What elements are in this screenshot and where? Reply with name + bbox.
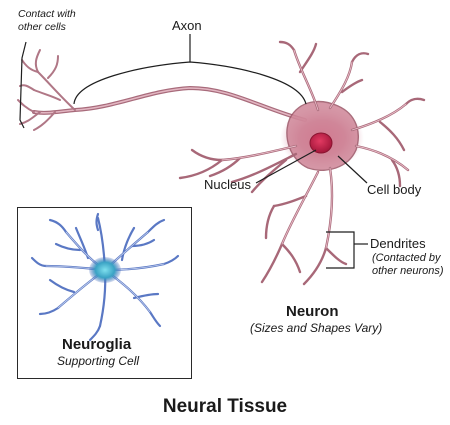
cell-body-label: Cell body: [367, 182, 422, 197]
axon-label: Axon: [172, 18, 202, 33]
annotation-lines: [19, 34, 368, 269]
nucleus-leader: [255, 149, 317, 184]
neuroglia-title: Neuroglia: [62, 336, 132, 353]
neuron-title: Neuron: [286, 303, 339, 320]
dendrites-label: Dendrites: [370, 236, 426, 251]
dendrites-bracket: [326, 231, 355, 269]
dendrites-note-line-1: (Contacted by: [372, 252, 441, 264]
dendrites-note-line-2: other neurons): [372, 265, 444, 277]
contact-label-line-1: Contact with: [18, 8, 76, 20]
page-title: Neural Tissue: [162, 396, 288, 417]
contact-label: Contact with other cells: [18, 8, 76, 34]
cell-body-leader: [337, 155, 368, 184]
axon: [32, 86, 307, 122]
axon-bracket: [73, 61, 307, 105]
nucleus-label: Nucleus: [204, 177, 251, 192]
neuroglia-illustration: [30, 212, 180, 342]
axon-terminals: [17, 49, 76, 131]
contact-bracket: [19, 41, 27, 129]
contact-label-line-2: other cells: [18, 21, 66, 33]
dendrites-note: (Contacted by other neurons): [372, 252, 444, 278]
neuroglia-cell-body: [89, 257, 121, 283]
neuroglia-frame: [17, 207, 192, 379]
neuron-illustration: [17, 40, 426, 286]
neuron-note: (Sizes and Shapes Vary): [250, 321, 383, 335]
neuroglia-note: Supporting Cell: [57, 354, 140, 368]
nucleus: [309, 132, 333, 154]
